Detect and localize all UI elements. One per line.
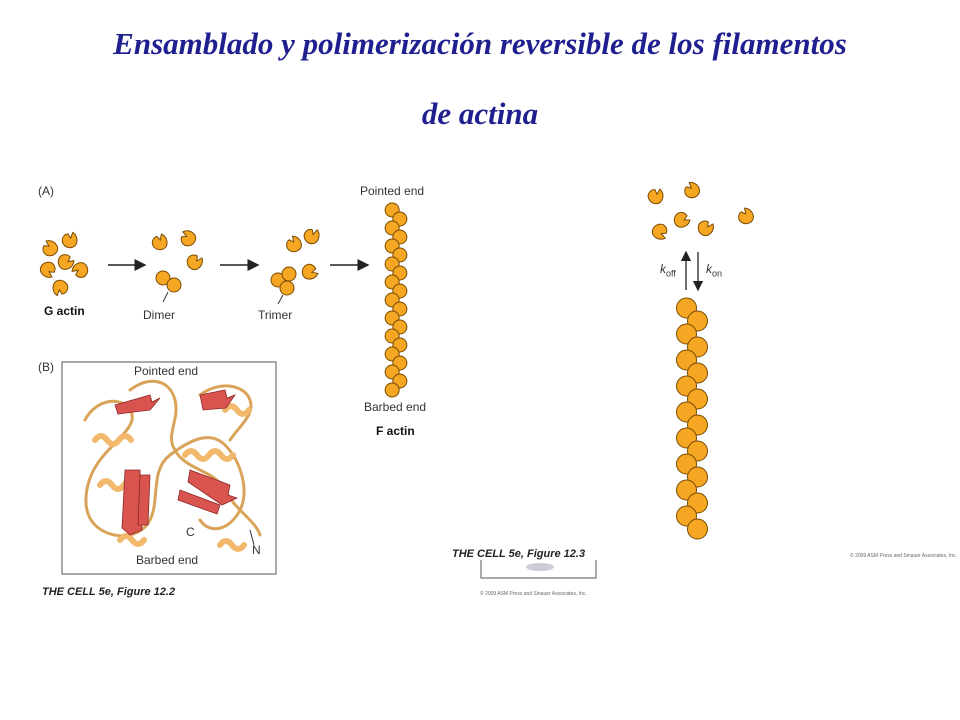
figure-12-3-credit: THE CELL 5e, Figure 12.3 — [452, 548, 586, 560]
slide-title-line-1: Ensamblado y polimerización reversible d… — [113, 26, 847, 61]
fig-12-3-frame-fragment — [480, 560, 597, 579]
free-monomers — [645, 179, 755, 244]
panel-a-label: (A) — [38, 184, 54, 198]
f-actin-filament — [384, 202, 408, 398]
dimer-label: Dimer — [143, 308, 175, 322]
barbed-end-label: Barbed end — [364, 400, 427, 414]
slide-title-line-2: de actina — [421, 96, 539, 131]
actin-subunit — [687, 518, 708, 540]
figure-12-2-credit: THE CELL 5e, Figure 12.2 — [42, 586, 176, 598]
panel-b-pointed-end: Pointed end — [134, 364, 199, 378]
actin-beta-sheets — [114, 389, 239, 536]
g-actin-label: G actin — [44, 304, 85, 318]
n-terminus-label: N — [252, 543, 261, 557]
pointed-end-label: Pointed end — [360, 184, 425, 198]
k-off-label: koff — [660, 262, 676, 279]
copyright-left: © 2009 ASM Press and Sinauer Associates,… — [480, 591, 587, 597]
c-terminus-label: C — [186, 525, 195, 539]
g-actin-monomers — [37, 229, 90, 299]
trimer-group — [270, 224, 324, 305]
actin-subunit — [384, 382, 400, 398]
f-actin-label: F actin — [376, 424, 415, 438]
dimer-group — [150, 226, 207, 303]
copyright-right: © 2009 ASM Press and Sinauer Associates,… — [850, 553, 957, 559]
panel-b-barbed-end: Barbed end — [136, 553, 199, 567]
f-actin-long-filament — [676, 297, 708, 540]
trimer-label: Trimer — [258, 308, 293, 322]
fig-12-3-fragment-mark — [526, 563, 554, 571]
k-on-label: kon — [706, 262, 723, 279]
panel-b-label: (B) — [38, 360, 54, 374]
